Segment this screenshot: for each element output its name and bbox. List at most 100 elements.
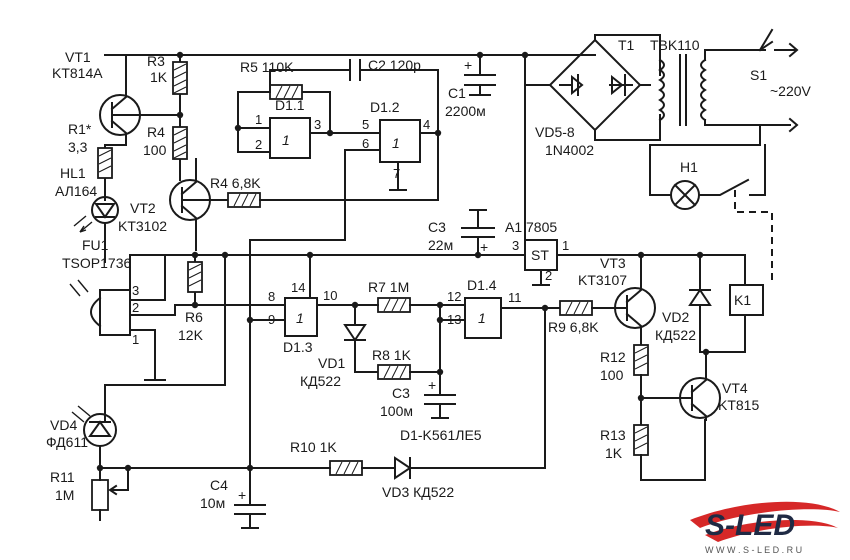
fu1-pin-3: 3 [132, 283, 139, 298]
fu1-pin-1: 1 [132, 332, 139, 347]
vd1-model: КД522 [300, 373, 341, 389]
st-pin-1: 1 [562, 238, 569, 253]
r12-value: 100 [600, 367, 624, 383]
c3-22-capacitor [461, 209, 495, 256]
fu1-ir-receiver [69, 279, 166, 381]
r11-label: R11 [50, 469, 75, 485]
pin-9: 9 [268, 312, 275, 327]
pin-13: 13 [447, 312, 461, 327]
vd58-label: VD5-8 [535, 124, 575, 140]
r4b-label: R4 6,8K [210, 175, 261, 191]
r5-resistor [237, 84, 331, 134]
junction-dot [637, 251, 645, 259]
t1-label: T1 [618, 37, 635, 53]
h1-label: H1 [680, 159, 698, 175]
vt3-transistor [614, 254, 656, 346]
vd2-diode [640, 254, 746, 353]
r9-resistor [559, 300, 616, 316]
junction-dot [434, 129, 442, 137]
a1-label: A1 7805 [505, 219, 557, 235]
vt2-model: KT3102 [118, 218, 167, 234]
d13-gate [249, 239, 356, 506]
vt4-model: KT815 [718, 397, 759, 413]
relay-link-dashed [734, 190, 773, 283]
st-label: ST [531, 247, 549, 263]
vd1-diode [343, 304, 379, 373]
d13-label: D1.3 [283, 339, 313, 355]
c4-capacitor [234, 504, 266, 529]
c2-capacitor [269, 59, 439, 129]
c3top-value: 22м [428, 237, 453, 253]
vd2-label: VD2 [662, 309, 689, 325]
c1-label: C1 [448, 85, 466, 101]
c2-label: C2 120p [368, 57, 421, 73]
r6-value: 12K [178, 327, 204, 343]
hl1-model: АЛ164 [55, 183, 97, 199]
k1-relay [729, 284, 764, 316]
pin-11: 11 [508, 290, 522, 305]
st-pin-2: 2 [545, 268, 552, 283]
vt3-label: VT3 [600, 255, 626, 271]
k1-label: K1 [734, 292, 751, 308]
vd4-model: ФД611 [46, 434, 88, 450]
d11-gate-symbol: 1 [282, 132, 290, 148]
s-led-logo [690, 501, 840, 542]
r3-label: R3 [147, 53, 165, 69]
a1-regulator [524, 239, 641, 286]
c3mid-plus: + [428, 377, 436, 393]
c1-value: 2200м [445, 103, 486, 119]
r4a-label: R4 [147, 124, 165, 140]
pin-2: 2 [255, 137, 262, 152]
pin-14: 14 [291, 280, 305, 295]
c3mid-label: C3 [392, 385, 410, 401]
junction-dot [96, 464, 104, 472]
h1-lamp [649, 124, 766, 210]
pin-6: 6 [362, 136, 369, 151]
c4-value: 10м [200, 495, 225, 511]
d11-label: D1.1 [275, 97, 305, 113]
r13-resistor [633, 419, 706, 481]
r11-value: 1M [55, 487, 74, 503]
vd4-photodiode [71, 405, 117, 469]
pin-7: 7 [393, 166, 400, 181]
vt2-label: VT2 [130, 200, 156, 216]
hl1-label: HL1 [60, 165, 86, 181]
pin-10: 10 [323, 288, 337, 303]
transformer-t1 [658, 49, 791, 126]
r10-resistor [249, 460, 396, 476]
r8-label: R8 1K [372, 347, 412, 363]
vt1-label: VT1 [65, 49, 91, 65]
pin-4: 4 [423, 117, 430, 132]
bridge-rectifier [524, 34, 661, 141]
junction-dot [637, 394, 645, 402]
wire-vd4 [104, 254, 226, 421]
vd1-label: VD1 [318, 355, 345, 371]
website-text: W W W . S - L E D . R U [705, 545, 802, 555]
c3top-plus: + [480, 239, 488, 255]
d11-gate [237, 91, 346, 159]
junction-dot [326, 129, 334, 137]
s1-label: S1 [750, 67, 767, 83]
junction-dot [476, 51, 484, 59]
wire-fu1-out [149, 304, 286, 316]
junction-dot [234, 124, 242, 132]
fu1-pin-2: 2 [132, 300, 139, 315]
c1-plus: + [464, 57, 472, 73]
junction-dot [436, 368, 444, 376]
r12-label: R12 [600, 349, 626, 365]
r4-6k8-resistor [227, 127, 439, 208]
pin-8: 8 [268, 289, 275, 304]
fu1-label: FU1 [82, 237, 109, 253]
c3-100-capacitor [424, 304, 466, 419]
junction-dot [191, 301, 199, 309]
r10-label: R10 1K [290, 439, 337, 455]
fu1-model: TSOP1736 [62, 255, 131, 271]
c3top-label: C3 [428, 219, 446, 235]
c3mid-value: 100м [380, 403, 413, 419]
junction-dot [436, 316, 444, 324]
pin-12: 12 [447, 289, 461, 304]
r4a-value: 100 [143, 142, 167, 158]
r5-label: R5 110K [240, 59, 294, 75]
d13-gate-symbol: 1 [296, 310, 304, 326]
r1-value: 3,3 [68, 139, 88, 155]
